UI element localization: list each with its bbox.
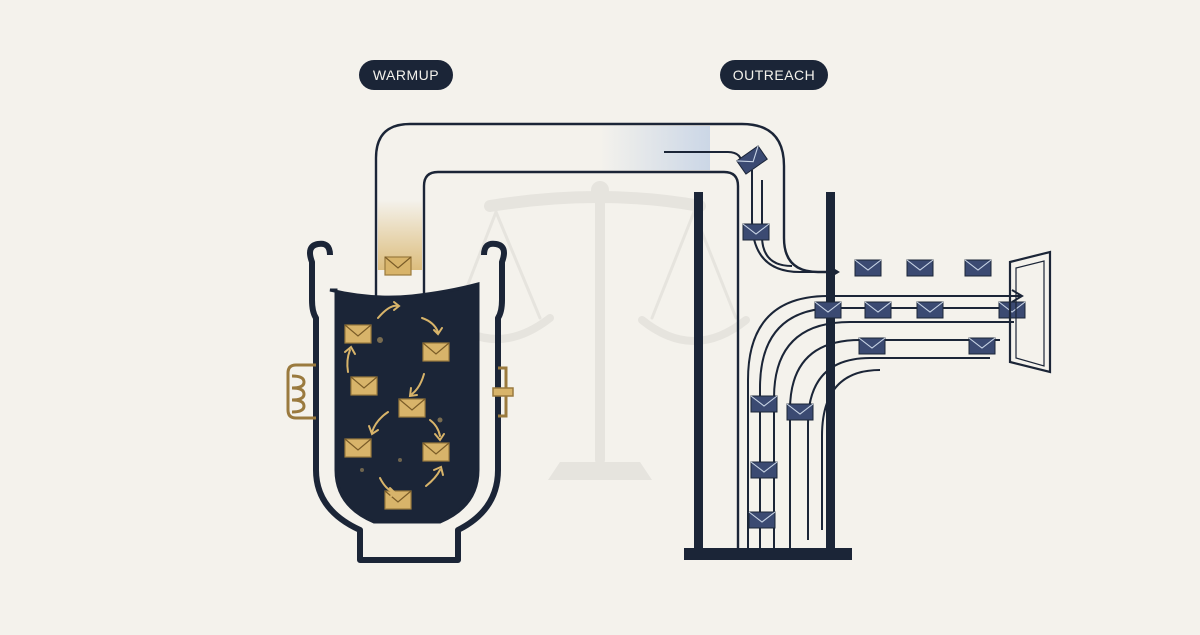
envelope-icon bbox=[344, 438, 372, 458]
envelope-icon bbox=[350, 376, 378, 396]
outreach-tracks bbox=[747, 170, 1020, 548]
envelope-icon bbox=[422, 442, 450, 462]
envelope-icon bbox=[736, 145, 768, 175]
transfer-pipe bbox=[374, 122, 838, 548]
envelope-icon bbox=[968, 337, 996, 355]
envelope-icon bbox=[964, 259, 992, 277]
envelope-icon bbox=[422, 342, 450, 362]
envelope-icon bbox=[344, 324, 372, 344]
cool-glow bbox=[600, 126, 710, 170]
vessel-handle-right bbox=[492, 366, 514, 418]
outreach-label: OUTREACH bbox=[720, 60, 828, 90]
envelope-icon bbox=[998, 301, 1026, 319]
envelope-icon bbox=[814, 301, 842, 319]
envelope-icon bbox=[384, 490, 412, 510]
outreach-tower bbox=[664, 151, 852, 560]
envelope-icon bbox=[742, 223, 770, 241]
envelope-icon bbox=[398, 398, 426, 418]
envelope-icon bbox=[906, 259, 934, 277]
envelope-icon bbox=[854, 259, 882, 277]
envelope-icon bbox=[384, 256, 412, 276]
track-arrows bbox=[827, 265, 1024, 303]
cycle-arrow-icon bbox=[344, 301, 445, 498]
envelope-icon bbox=[786, 403, 814, 421]
envelope-icon bbox=[864, 301, 892, 319]
outreach-envelopes bbox=[736, 145, 1026, 529]
door-icon bbox=[1008, 250, 1052, 374]
envelope-icon bbox=[750, 395, 778, 413]
envelope-icon bbox=[916, 301, 944, 319]
heating-coil-icon bbox=[286, 363, 316, 420]
envelope-icon bbox=[858, 337, 886, 355]
warmup-label: WARMUP bbox=[359, 60, 453, 90]
envelope-icon bbox=[750, 461, 778, 479]
envelope-icon bbox=[748, 511, 776, 529]
